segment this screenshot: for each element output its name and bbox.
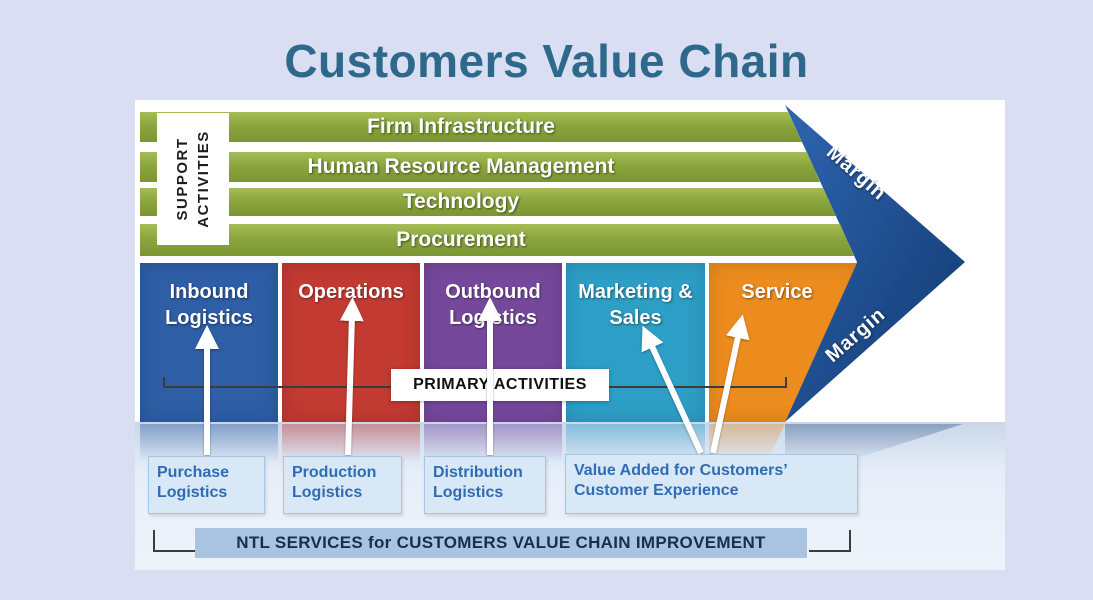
- support-bar-technology: Technology: [140, 188, 836, 216]
- callout-value-added: Value Added for Customers’ Customer Expe…: [565, 454, 858, 514]
- support-bar-procurement: Procurement: [140, 224, 854, 256]
- page-title: Customers Value Chain: [284, 35, 809, 87]
- margin-arrow: [785, 105, 965, 422]
- primary-activities-label: PRIMARY ACTIVITIES: [391, 369, 609, 401]
- primary-activities-bracket-tick-left: [163, 377, 165, 387]
- callout-purchase-logistics: Purchase Logistics: [148, 456, 265, 514]
- value-chain-diagram: Firm Infrastructure Human Resource Manag…: [135, 100, 1005, 570]
- support-bar-firm-infrastructure: Firm Infrastructure: [140, 112, 802, 142]
- primary-activities-bracket-tick-right: [785, 377, 787, 387]
- support-activities-label: SUPPORT ACTIVITIES: [174, 130, 213, 228]
- callout-distribution-logistics: Distribution Logistics: [424, 456, 546, 514]
- support-bar-human-resource-management: Human Resource Management: [140, 152, 820, 182]
- support-activities-label-box: SUPPORT ACTIVITIES: [157, 113, 229, 245]
- footer-bracket-left: [153, 530, 195, 552]
- block-inbound-logistics: Inbound Logistics: [140, 263, 278, 422]
- footer-banner: NTL SERVICES for CUSTOMERS VALUE CHAIN I…: [195, 528, 807, 558]
- footer-bracket-right: [809, 530, 851, 552]
- callout-production-logistics: Production Logistics: [283, 456, 402, 514]
- reflection-outbound: [424, 424, 562, 462]
